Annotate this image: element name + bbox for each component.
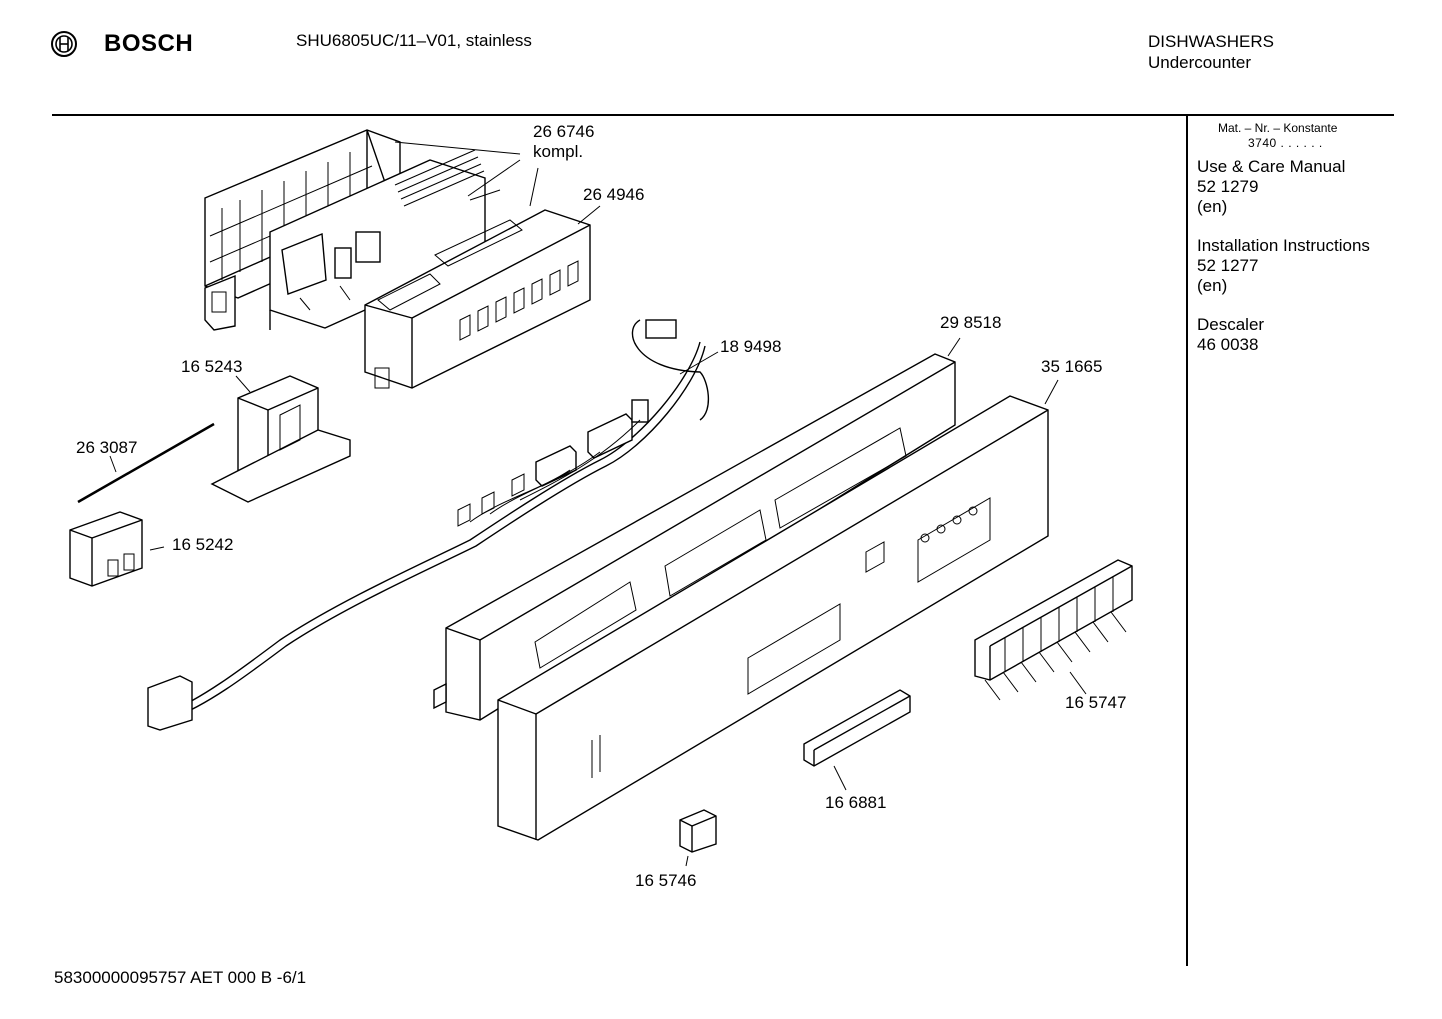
part-label-165243: 16 5243 bbox=[181, 357, 243, 376]
part-label-264946: 26 4946 bbox=[583, 185, 645, 204]
part-control-module-drawing bbox=[364, 209, 591, 389]
bosch-logo-icon bbox=[51, 31, 77, 57]
part-switch-drawing bbox=[69, 511, 143, 587]
part-label-266746: 26 6746 kompl. bbox=[533, 122, 594, 162]
documentation-sidebar: Mat. – Nr. – Konstante 3740 . . . . . . … bbox=[1197, 121, 1370, 355]
doc-installation: Installation Instructions 52 1277 (en) bbox=[1197, 236, 1370, 296]
doc-title: Use & Care Manual bbox=[1197, 157, 1346, 176]
part-rod-drawing bbox=[77, 422, 215, 504]
doc-number: 46 0038 bbox=[1197, 335, 1259, 354]
part-front-fascia-drawing bbox=[497, 395, 1049, 841]
mat-nr-header: Mat. – Nr. – Konstante bbox=[1218, 121, 1338, 135]
part-circuit-board-drawing bbox=[269, 149, 501, 330]
doc-title: Descaler bbox=[1197, 315, 1265, 334]
part-label-165747: 16 5747 bbox=[1065, 693, 1127, 712]
header-rule bbox=[52, 114, 1394, 116]
model-number: SHU6805UC/11–V01, stainless bbox=[296, 31, 532, 50]
part-label-263087: 26 3087 bbox=[76, 438, 138, 457]
sidebar-divider bbox=[1186, 116, 1188, 966]
mat-nr-value: 3740 . . . . . . bbox=[1248, 136, 1323, 150]
part-label-189498: 18 9498 bbox=[720, 337, 782, 356]
exploded-parts-diagram bbox=[69, 129, 1133, 867]
doc-title: Installation Instructions bbox=[1197, 236, 1370, 255]
doc-language: (en) bbox=[1197, 197, 1228, 216]
leader-lines bbox=[109, 141, 1127, 867]
part-note: kompl. bbox=[533, 142, 584, 161]
part-knob-drawing bbox=[679, 809, 717, 853]
part-label-166881: 16 6881 bbox=[825, 793, 887, 812]
brand-name: BOSCH bbox=[104, 30, 194, 57]
doc-number: 52 1279 bbox=[1197, 177, 1259, 196]
category-line-1: DISHWASHERS bbox=[1148, 32, 1274, 51]
doc-number: 52 1277 bbox=[1197, 256, 1259, 275]
part-inner-panel-drawing bbox=[433, 353, 956, 721]
part-handle-strip-drawing bbox=[803, 689, 911, 767]
category-line-2: Undercounter bbox=[1148, 53, 1252, 72]
part-label-298518: 29 8518 bbox=[940, 313, 1002, 332]
part-wiring-harness-drawing bbox=[147, 319, 709, 731]
part-bracket-drawing bbox=[210, 375, 351, 503]
doc-use-care: Use & Care Manual 52 1279 (en) bbox=[1197, 157, 1370, 217]
part-label-165242: 16 5242 bbox=[172, 535, 234, 554]
doc-language: (en) bbox=[1197, 276, 1228, 295]
part-label-351665: 35 1665 bbox=[1041, 357, 1103, 376]
part-label-165746: 16 5746 bbox=[635, 871, 697, 890]
part-number: 26 6746 bbox=[533, 122, 595, 141]
doc-descaler: Descaler 46 0038 bbox=[1197, 315, 1370, 355]
document-code: 58300000095757 AET 000 B -6/1 bbox=[54, 968, 307, 987]
part-button-set-drawing bbox=[974, 559, 1133, 681]
product-category: DISHWASHERS Undercounter bbox=[1148, 31, 1274, 73]
